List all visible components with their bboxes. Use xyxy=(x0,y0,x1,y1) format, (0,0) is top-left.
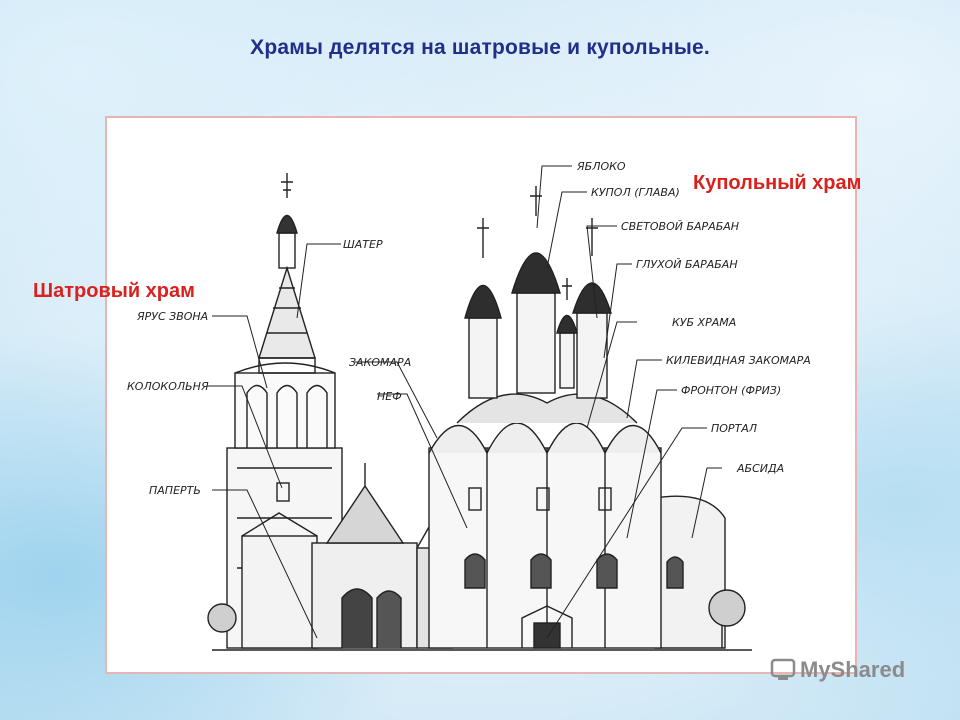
label-apple: ЯБЛОКО xyxy=(576,160,626,173)
label-zakomara: ЗАКОМАРА xyxy=(349,356,411,369)
label-pediment: ФРОНТОН (ФРИЗ) xyxy=(681,384,781,397)
label-nave: НЕФ xyxy=(377,390,402,403)
slide-title: Храмы делятся на шатровые и купольные. xyxy=(250,36,710,59)
label-dome: КУПОЛ (ГЛАВА) xyxy=(591,186,680,199)
church-drawing: ЯБЛОКО КУПОЛ (ГЛАВА) СВЕТОВОЙ БАРАБАН ГЛ… xyxy=(127,160,811,651)
label-cube: КУБ ХРАМА xyxy=(672,316,736,329)
watermark: MyShared xyxy=(770,656,905,683)
label-bell-tier: ЯРУС ЗВОНА xyxy=(136,310,208,323)
watermark-text: MyShared xyxy=(800,657,906,682)
label-light-drum: СВЕТОВОЙ БАРАБАН xyxy=(621,220,739,233)
label-blind-drum: ГЛУХОЙ БАРАБАН xyxy=(636,258,738,271)
label-apse: АБСИДА xyxy=(736,462,784,475)
myshared-logo-icon xyxy=(770,658,796,680)
label-portal: ПОРТАЛ xyxy=(711,422,757,435)
label-keel-zakomara: КИЛЕВИДНАЯ ЗАКОМАРА xyxy=(666,354,811,367)
label-belfry: КОЛОКОЛЬНЯ xyxy=(127,380,209,393)
diagram-panel: ЯБЛОКО КУПОЛ (ГЛАВА) СВЕТОВОЙ БАРАБАН ГЛ… xyxy=(105,116,857,674)
label-tent: ШАТЕР xyxy=(343,238,383,251)
label-porch: ПАПЕРТЬ xyxy=(149,484,201,497)
dome-temple-label: Купольный храм xyxy=(693,172,862,194)
tent-temple-label: Шатровый храм xyxy=(33,280,195,302)
